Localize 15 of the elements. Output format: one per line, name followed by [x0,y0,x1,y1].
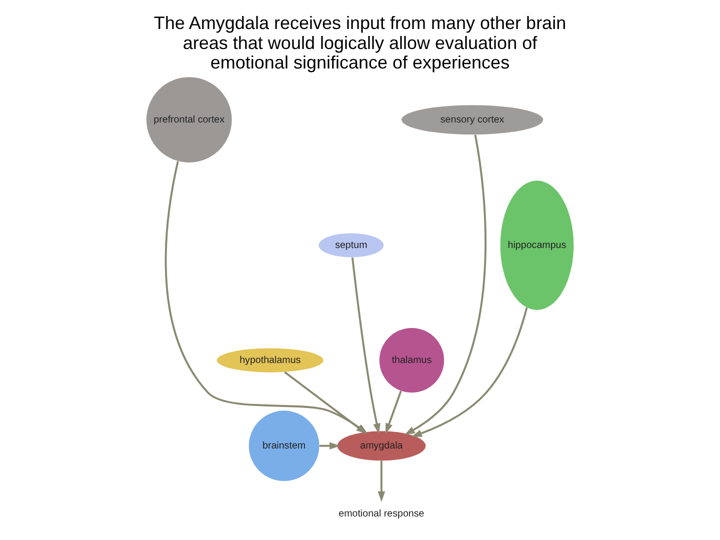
arrow [378,460,386,502]
node-ellipse: sensory cortex [402,105,544,135]
node-circle: prefrontal cortex [146,77,232,162]
diagram-title: The Amygdala receives input from many other brain areas that would logically allow evaluation of emotional significance of experiences [154,13,566,72]
arrow [386,390,402,434]
node-ellipse: amygdala [337,431,426,461]
node-ellipse: hypothalamus [216,348,324,372]
arrow [411,307,528,437]
arrow [404,134,486,436]
node-ellipse: septum [318,233,384,258]
node-text: emotional response [338,508,424,520]
node-circle: brainstem [248,410,320,482]
node-circle: thalamus [379,328,444,393]
arrow [319,442,340,450]
node-ellipse: hippocampus [500,180,574,310]
